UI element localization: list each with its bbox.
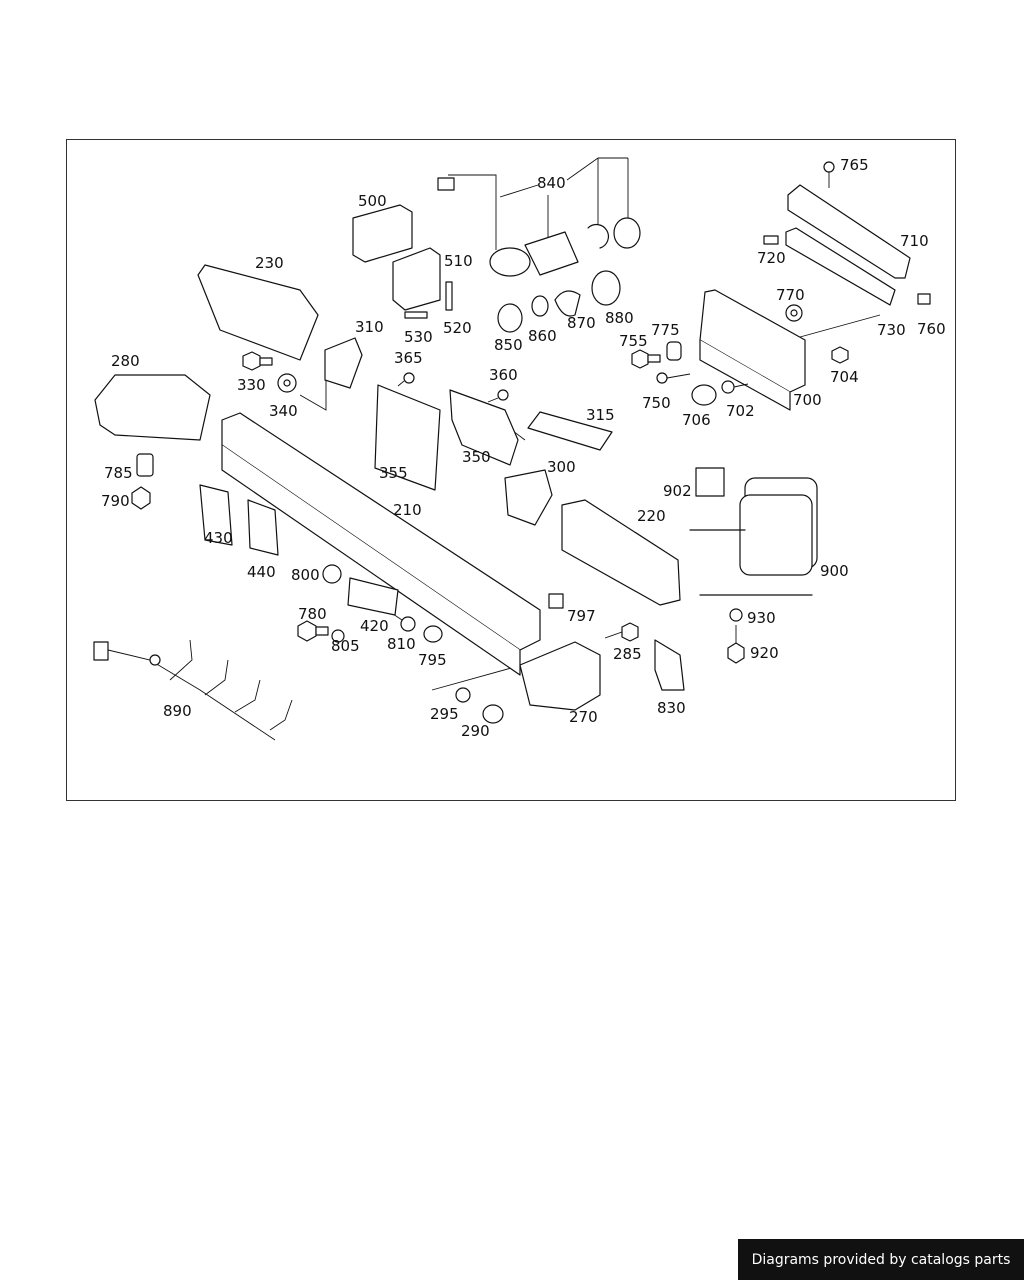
label-890: 890 <box>163 702 192 720</box>
label-930: 930 <box>747 609 776 627</box>
label-340: 340 <box>269 402 298 420</box>
label-330: 330 <box>237 376 266 394</box>
label-880: 880 <box>605 309 634 327</box>
label-795: 795 <box>418 651 447 669</box>
label-706: 706 <box>682 411 711 429</box>
label-360: 360 <box>489 366 518 384</box>
label-710: 710 <box>900 232 929 250</box>
label-310: 310 <box>355 318 384 336</box>
footer-banner: Diagrams provided by catalogs parts <box>738 1239 1024 1280</box>
label-440: 440 <box>247 563 276 581</box>
label-920: 920 <box>750 644 779 662</box>
label-797: 797 <box>567 607 596 625</box>
label-800: 800 <box>291 566 320 584</box>
label-500: 500 <box>358 192 387 210</box>
parts-diagram: 765 840 500 510 710 720 230 520 860 880 … <box>93 156 946 741</box>
label-530: 530 <box>404 328 433 346</box>
label-730: 730 <box>877 321 906 339</box>
label-230: 230 <box>255 254 284 272</box>
label-350: 350 <box>462 448 491 466</box>
label-750: 750 <box>642 394 671 412</box>
label-755: 755 <box>619 332 648 350</box>
label-765: 765 <box>840 156 869 174</box>
label-365: 365 <box>394 349 423 367</box>
label-270: 270 <box>569 708 598 726</box>
label-700: 700 <box>793 391 822 409</box>
label-315: 315 <box>586 406 615 424</box>
label-805: 805 <box>331 637 360 655</box>
label-785: 785 <box>104 464 133 482</box>
label-290: 290 <box>461 722 490 740</box>
label-420: 420 <box>360 617 389 635</box>
label-830: 830 <box>657 699 686 717</box>
label-770: 770 <box>776 286 805 304</box>
label-280: 280 <box>111 352 140 370</box>
label-295: 295 <box>430 705 459 723</box>
label-775: 775 <box>651 321 680 339</box>
label-210: 210 <box>393 501 422 519</box>
label-780: 780 <box>298 605 327 623</box>
label-760: 760 <box>917 320 946 338</box>
label-704: 704 <box>830 368 859 386</box>
label-220: 220 <box>637 507 666 525</box>
label-520: 520 <box>443 319 472 337</box>
label-355: 355 <box>379 464 408 482</box>
label-860: 860 <box>528 327 557 345</box>
footer-text: Diagrams provided by catalogs parts <box>751 1251 1011 1268</box>
label-840: 840 <box>537 174 566 192</box>
label-810: 810 <box>387 635 416 653</box>
label-870: 870 <box>567 314 596 332</box>
label-790: 790 <box>101 492 130 510</box>
label-902: 902 <box>663 482 692 500</box>
label-430: 430 <box>204 529 233 547</box>
label-300: 300 <box>547 458 576 476</box>
label-285: 285 <box>613 645 642 663</box>
label-900: 900 <box>820 562 849 580</box>
part-shapes <box>93 161 931 741</box>
label-720: 720 <box>757 249 786 267</box>
part-number-labels: 765 840 500 510 710 720 230 520 860 880 … <box>101 156 946 740</box>
label-702: 702 <box>726 402 755 420</box>
label-510: 510 <box>444 252 473 270</box>
label-850: 850 <box>494 336 523 354</box>
